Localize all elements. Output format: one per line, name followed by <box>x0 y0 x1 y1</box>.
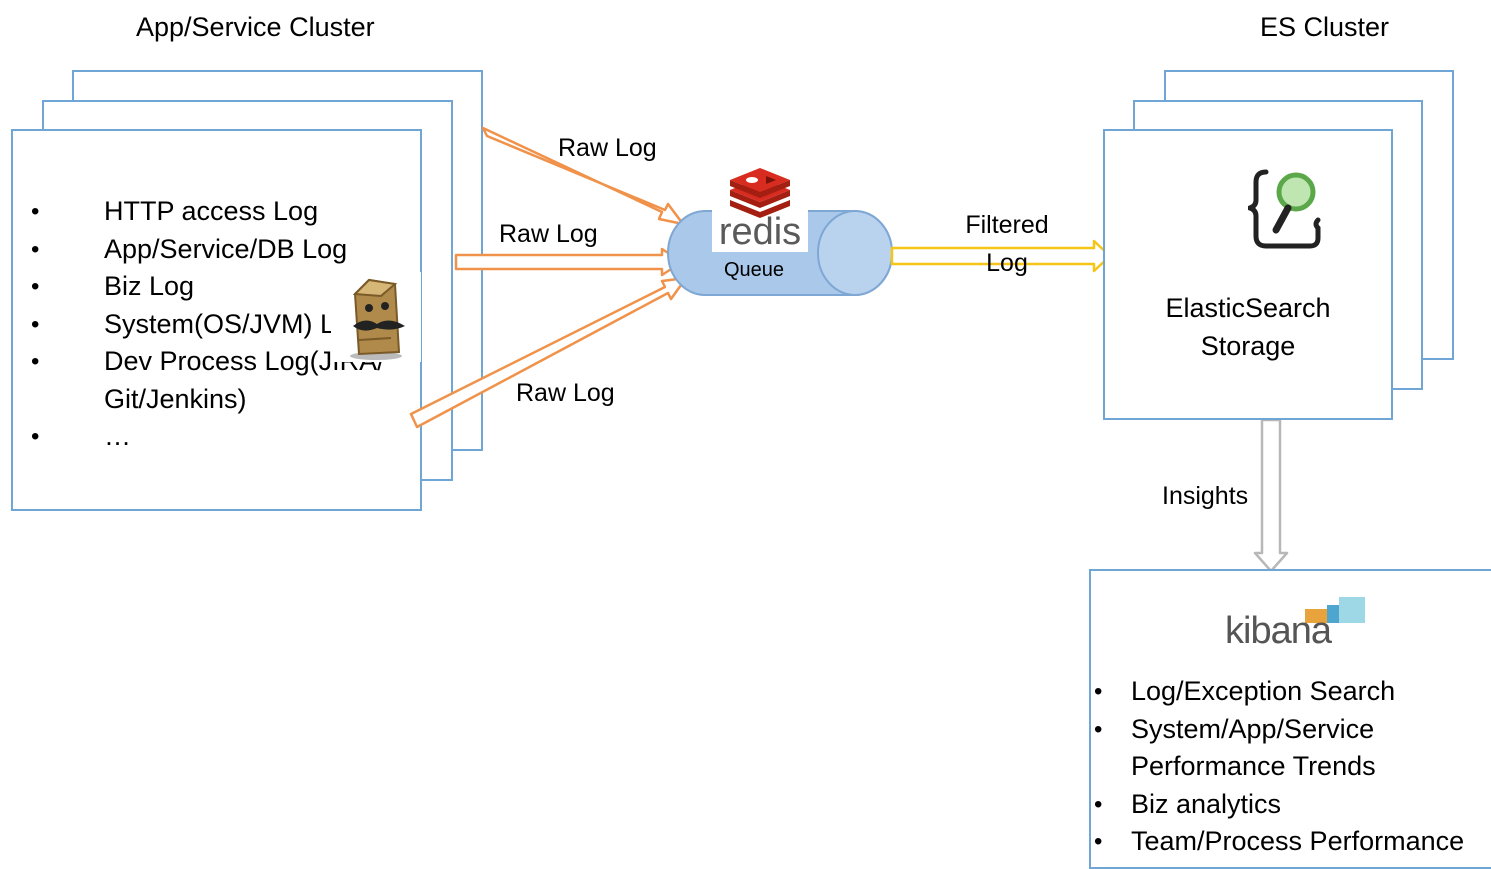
kibana-feature-list: •Log/Exception Search •System/App/Servic… <box>1091 673 1491 861</box>
kibana-frame: kibana •Log/Exception Search •System/App… <box>1089 569 1491 869</box>
es-cluster-frame-front: ElasticSearch Storage <box>1103 129 1393 420</box>
kibana-logo-icon: kibana <box>1225 595 1367 652</box>
logstash-agent-icon <box>331 272 421 362</box>
kibana-feature-item: •Log/Exception Search <box>1094 676 1396 706</box>
kibana-feature-item: •Biz analytics <box>1094 788 1282 819</box>
filtered-log-label: Filtered Log <box>965 211 1049 277</box>
es-cluster-title: ES Cluster <box>1260 12 1390 42</box>
app-log-item: •Biz Log <box>31 271 195 301</box>
app-cluster-title: App/Service Cluster <box>136 12 375 42</box>
filtered-log-arrow <box>890 239 1112 273</box>
queue-label: Queue <box>724 259 785 281</box>
app-log-item: •HTTP access Log <box>31 196 319 226</box>
kibana-logo-text: kibana <box>1225 610 1332 652</box>
app-log-item: •… <box>31 421 131 451</box>
insights-arrow <box>1253 418 1289 573</box>
raw-log-label-middle: Raw Log <box>499 220 598 248</box>
redis-logo-icon: redis <box>712 160 808 252</box>
insights-label: Insights <box>1162 482 1249 510</box>
app-log-item: •System(OS/JVM) Log <box>31 308 366 339</box>
raw-log-arrow-bottom <box>409 276 688 429</box>
raw-log-label-top: Raw Log <box>558 134 657 162</box>
elasticsearch-logo-icon <box>1248 169 1321 249</box>
es-storage-label: ElasticSearch Storage <box>1165 293 1331 361</box>
raw-log-label-bottom: Raw Log <box>516 379 615 407</box>
raw-log-arrow-middle <box>454 247 684 277</box>
app-log-item: •App/Service/DB Log <box>31 233 348 264</box>
kibana-feature-item: •System/App/Service Performance Trends <box>1094 713 1376 782</box>
app-cluster-frame-front: •HTTP access Log •App/Service/DB Log •Bi… <box>11 129 422 511</box>
redis-logo-text: redis <box>718 211 802 253</box>
raw-log-arrow-top <box>481 126 685 226</box>
kibana-feature-item: •Team/Process Performance <box>1094 826 1465 856</box>
